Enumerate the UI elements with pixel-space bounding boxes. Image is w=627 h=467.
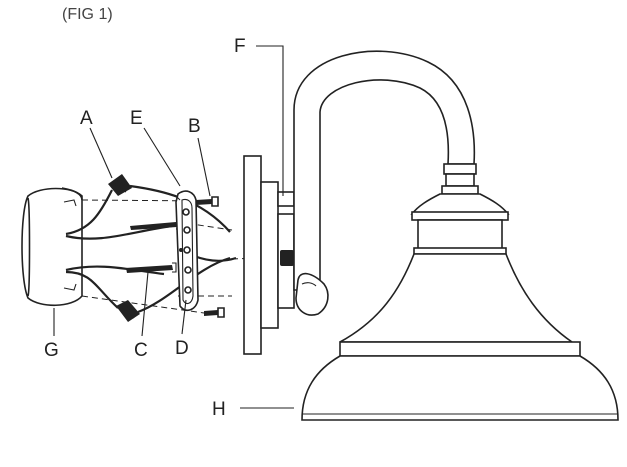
bracket-screws (196, 196, 225, 318)
figure-caption: (FIG 1) (62, 6, 113, 23)
wire-nut-bottom (116, 300, 140, 322)
lamp-shade (301, 163, 619, 421)
label-a: A (80, 108, 93, 129)
label-b: B (188, 116, 201, 137)
junction-box (21, 187, 83, 307)
wire-nut-top (108, 174, 132, 196)
mounting-knob (280, 250, 294, 266)
fixture-backplate (243, 155, 295, 355)
label-c: C (134, 340, 148, 361)
label-e: E (130, 108, 143, 129)
mounting-bracket (175, 190, 199, 312)
label-g: G (44, 340, 59, 361)
leader-lines (53, 45, 294, 409)
label-d: D (175, 338, 189, 359)
mounting-screws (126, 219, 181, 273)
label-h: H (212, 399, 226, 420)
label-f: F (234, 36, 246, 57)
